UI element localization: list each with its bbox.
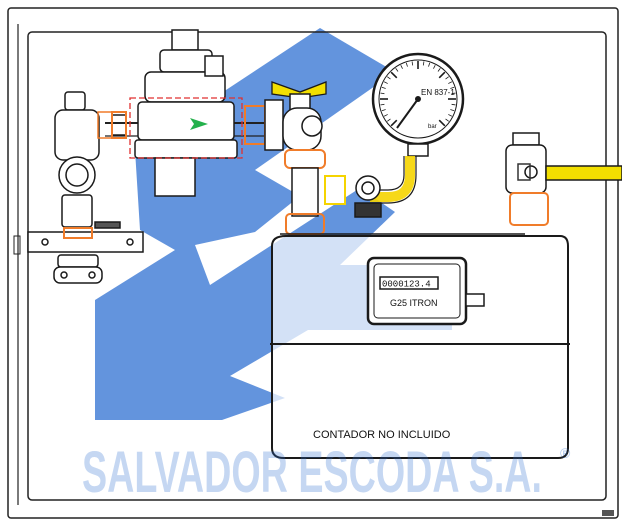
gauge-tick bbox=[380, 92, 385, 95]
gauge-ticks bbox=[380, 61, 456, 127]
regulator-internal-dash bbox=[129, 97, 243, 159]
gauge-unit-label: bar bbox=[428, 124, 437, 130]
meter-register-window bbox=[379, 276, 439, 290]
gauge-tick bbox=[405, 62, 408, 67]
cabinet-hinge-top bbox=[13, 235, 21, 255]
gauge-tick bbox=[422, 61, 425, 66]
gauge-tick bbox=[383, 81, 388, 84]
meter-body bbox=[271, 235, 569, 459]
pressure-regulator bbox=[134, 29, 238, 197]
meter-register-digits: 0000123.4 bbox=[382, 280, 431, 290]
meter-model-label: G25 ITRON bbox=[390, 298, 438, 308]
test-point-fitting bbox=[324, 175, 382, 218]
gauge-tick bbox=[450, 109, 455, 112]
gauge-tick bbox=[381, 86, 386, 89]
gauge-tick bbox=[450, 86, 455, 89]
gauge-tick bbox=[390, 71, 398, 79]
gauge-tick bbox=[451, 103, 456, 106]
gauge-tick bbox=[381, 109, 386, 112]
gauge-pipe-outline bbox=[370, 156, 417, 204]
watermark-registered-mark: ® bbox=[560, 445, 571, 461]
cabinet-inner-frame bbox=[27, 31, 607, 501]
flow-arrow-icon bbox=[190, 118, 208, 130]
regulator-outlet-flange bbox=[264, 99, 284, 151]
regulator-fitting-left bbox=[111, 111, 127, 139]
meter-side-tab bbox=[465, 293, 485, 307]
left-fitting-orange bbox=[63, 227, 93, 239]
gauge-tick bbox=[400, 64, 403, 69]
cabinet-hinge-bottom bbox=[602, 510, 614, 516]
gauge-tick bbox=[445, 118, 449, 122]
gauge-tick bbox=[433, 64, 436, 69]
ball-valve bbox=[271, 81, 327, 151]
gauge-tick bbox=[387, 118, 391, 122]
gauge-tick bbox=[411, 61, 414, 66]
gauge-tick bbox=[448, 81, 453, 84]
gauge-tick bbox=[438, 71, 446, 79]
outlet-fitting-orange bbox=[509, 192, 549, 226]
gauge-pipe bbox=[370, 156, 415, 202]
gauge-tick bbox=[451, 92, 456, 95]
gauge-tick bbox=[383, 114, 388, 117]
gauge-standard-label: EN 837-1 bbox=[421, 88, 455, 97]
inlet-filter-assembly bbox=[53, 91, 127, 284]
gauge-tick bbox=[395, 68, 399, 72]
gas-meter: 0000123.4 G25 ITRON CONTADOR NO INCLUIDO bbox=[270, 235, 570, 459]
gauge-tick bbox=[390, 119, 398, 127]
gauge-tick bbox=[437, 68, 441, 72]
gauge-tick bbox=[445, 76, 449, 80]
wall-bracket bbox=[27, 231, 144, 253]
gauge-tick bbox=[448, 114, 453, 117]
outlet-valve bbox=[505, 132, 622, 194]
valve-handle-icon bbox=[271, 81, 327, 99]
gauge-tick bbox=[428, 62, 431, 67]
watermark-text: SALVADOR ESCODA S.A. bbox=[82, 440, 542, 505]
meter-not-included-label: CONTADOR NO INCLUIDO bbox=[313, 429, 451, 441]
gauge-tick bbox=[380, 103, 385, 106]
cabinet-outer-frame bbox=[7, 7, 619, 519]
meter-register-housing bbox=[366, 256, 468, 326]
riser-pipe bbox=[280, 149, 525, 235]
gauge-tick bbox=[387, 76, 391, 80]
pressure-gauge: EN 837-1 bar bbox=[371, 52, 465, 157]
outlet-valve-handle-icon bbox=[545, 165, 622, 181]
gauge-tick bbox=[438, 119, 446, 127]
gauge-needle bbox=[396, 98, 419, 129]
